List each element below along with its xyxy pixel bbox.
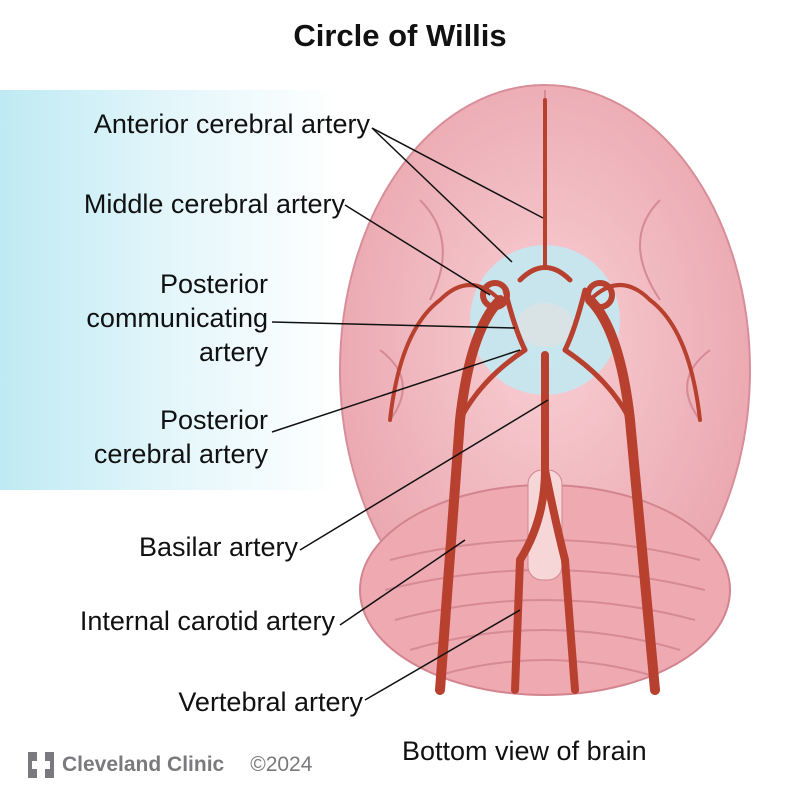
label-anterior-cerebral-artery: Anterior cerebral artery [93, 109, 370, 139]
label-line: communicating [86, 303, 268, 333]
label-vertebral-artery: Vertebral artery [178, 687, 363, 717]
label-internal-carotid-artery: Internal carotid artery [79, 606, 335, 636]
label-posterior-cerebral-artery: Posterior cerebral artery [94, 403, 268, 471]
label-line: Posterior [159, 269, 268, 299]
label-line: cerebral artery [93, 439, 268, 469]
copyright: ©2024 [250, 753, 313, 776]
label-line: artery [198, 337, 268, 367]
label-middle-cerebral-artery: Middle cerebral artery [83, 189, 345, 219]
cleveland-clinic-logo: Cleveland Clinic ©2024 [28, 752, 312, 778]
arteries [388, 98, 702, 695]
brand-name: Cleveland Clinic [62, 753, 225, 776]
leader-lines [271, 127, 549, 701]
highlight-panel [0, 90, 340, 490]
label-line: Posterior [159, 405, 268, 435]
page-title: Circle of Willis [293, 18, 507, 53]
label-basilar-artery: Basilar artery [138, 532, 298, 562]
caption: Bottom view of brain [402, 736, 647, 766]
label-posterior-communicating-artery: Posterior communicating artery [86, 267, 268, 369]
cleveland-clinic-cross-icon [28, 752, 54, 778]
